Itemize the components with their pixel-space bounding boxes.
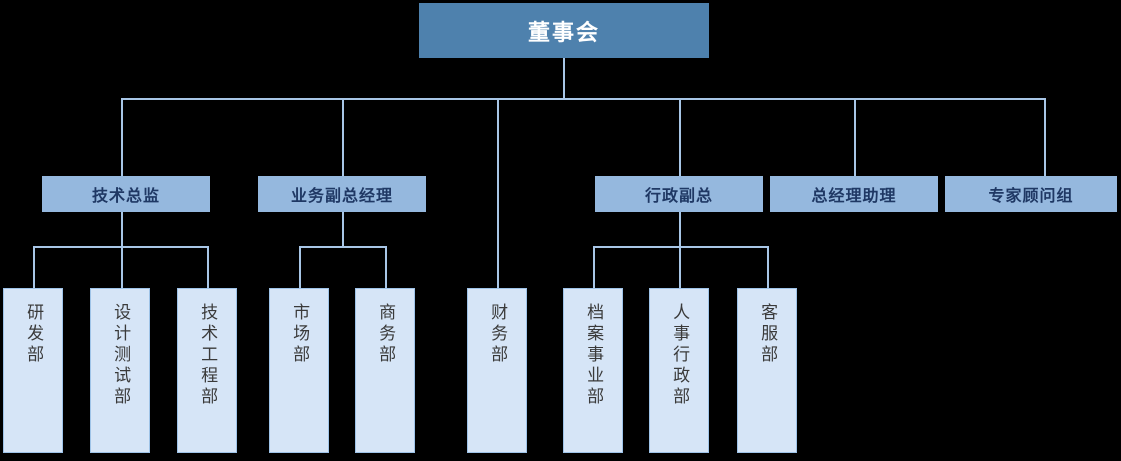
connector-drop-l1-1 [121, 98, 123, 176]
connector-drop-hr [679, 246, 681, 288]
connector-stem-admin [679, 212, 681, 247]
org-node-leaf-finance[interactable]: 财务部 [467, 288, 527, 453]
connector-drop-tech-eng [207, 246, 209, 288]
org-node-l1-expert-group[interactable]: 专家顾问组 [945, 176, 1117, 212]
connector-root-stem [563, 58, 565, 99]
connector-drop-l1-5 [1044, 98, 1046, 176]
org-node-l1-tech-director[interactable]: 技术总监 [42, 176, 210, 212]
org-node-l1-label: 业务副总经理 [290, 188, 393, 205]
org-node-l1-admin-vp[interactable]: 行政副总 [595, 176, 763, 212]
connector-root-bus [121, 98, 1045, 100]
org-node-leaf-label: 财务部 [488, 303, 508, 366]
org-node-leaf-commerce[interactable]: 商务部 [355, 288, 415, 453]
org-node-l1-label: 行政副总 [644, 188, 713, 205]
org-node-leaf-archive[interactable]: 档案事业部 [563, 288, 623, 453]
connector-drop-design-test [121, 246, 123, 288]
connector-bus-tech [33, 246, 208, 248]
org-node-leaf-label: 客服部 [758, 303, 778, 366]
org-node-root[interactable]: 董事会 [419, 3, 709, 58]
connector-drop-l1-2 [342, 98, 344, 176]
connector-drop-service [767, 246, 769, 288]
org-node-leaf-customer-service[interactable]: 客服部 [737, 288, 797, 453]
org-node-root-label: 董事会 [527, 19, 600, 45]
org-node-leaf-tech-engineering[interactable]: 技术工程部 [177, 288, 237, 453]
org-node-l1-gm-assistant[interactable]: 总经理助理 [770, 176, 938, 212]
connector-drop-rnd [33, 246, 35, 288]
org-node-leaf-rnd[interactable]: 研发部 [3, 288, 63, 453]
connector-drop-commerce [385, 246, 387, 288]
org-node-leaf-label: 技术工程部 [198, 303, 218, 408]
connector-drop-l1-3 [679, 98, 681, 176]
org-node-leaf-label: 设计测试部 [111, 303, 131, 408]
connector-drop-marketing [299, 246, 301, 288]
connector-drop-finance [497, 98, 499, 288]
org-node-l1-label: 技术总监 [91, 188, 160, 205]
connector-drop-l1-4 [854, 98, 856, 176]
org-node-leaf-hr-admin[interactable]: 人事行政部 [649, 288, 709, 453]
connector-stem-tech [121, 212, 123, 247]
org-node-leaf-label: 人事行政部 [670, 303, 690, 408]
org-node-l1-label: 专家顾问组 [988, 188, 1074, 205]
org-node-leaf-label: 档案事业部 [584, 303, 604, 408]
org-node-leaf-label: 市场部 [290, 303, 310, 366]
connector-bus-business [299, 246, 387, 248]
org-node-leaf-marketing[interactable]: 市场部 [269, 288, 329, 453]
org-node-l1-business-vp[interactable]: 业务副总经理 [258, 176, 426, 212]
connector-drop-archive [593, 246, 595, 288]
org-node-leaf-label: 商务部 [376, 303, 396, 366]
org-node-l1-label: 总经理助理 [811, 188, 897, 205]
connector-bus-admin [593, 246, 769, 248]
org-node-leaf-label: 研发部 [24, 303, 44, 366]
org-node-leaf-design-test[interactable]: 设计测试部 [90, 288, 150, 453]
connector-stem-business [342, 212, 344, 247]
